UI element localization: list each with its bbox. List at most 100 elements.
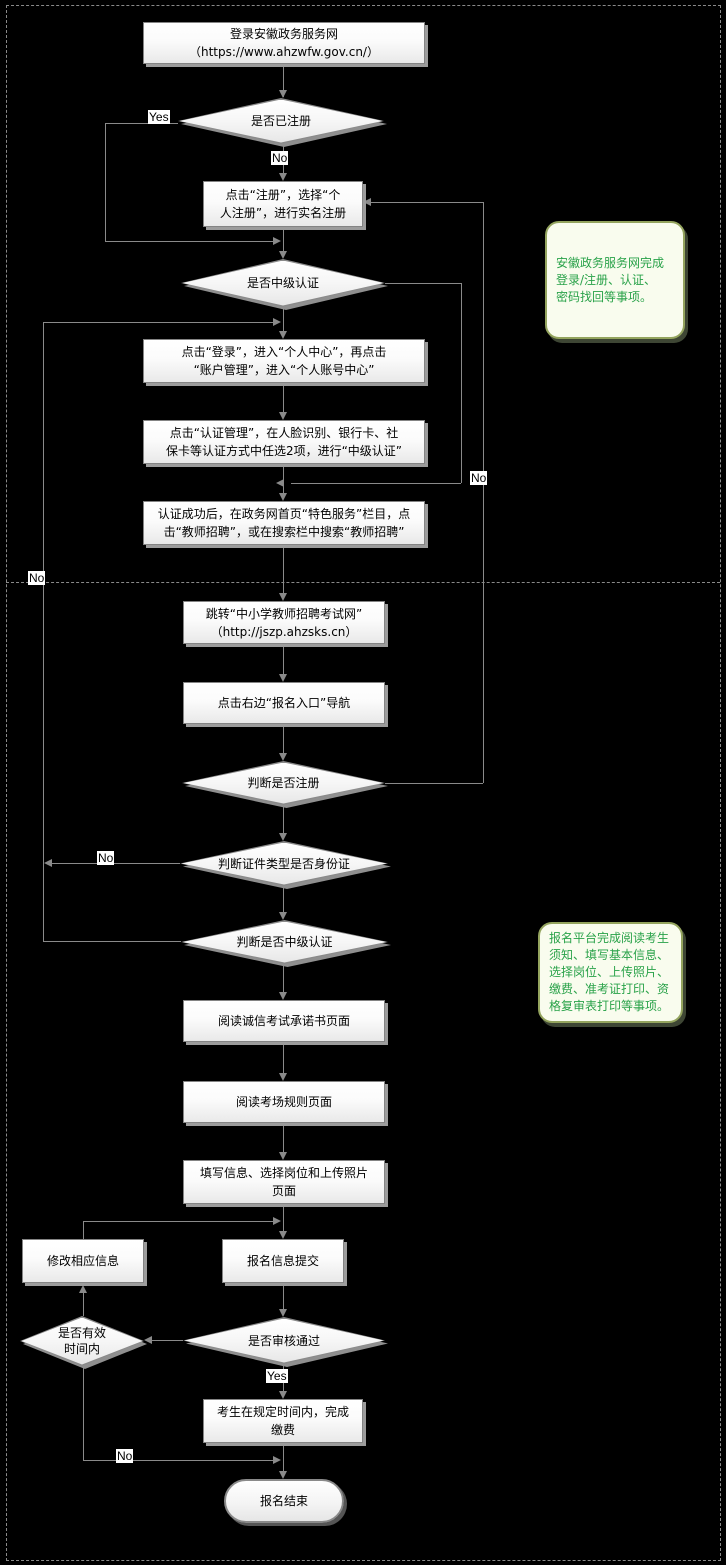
- label-no-midauth2: No: [28, 571, 46, 585]
- decision-midlevel-auth: 是否中级认证: [181, 259, 388, 310]
- callout-platform-note-text: 报名平台完成阅读考生 须知、填写基本信息、 选择岗位、上传照片、 缴费、准考证打…: [549, 931, 670, 1013]
- arrowhead: [279, 1073, 287, 1081]
- arrowhead: [279, 1231, 287, 1239]
- node-read-rules-label: 阅读考场规则页面: [235, 1095, 332, 1109]
- flow-line: [152, 1340, 183, 1341]
- node-start-label: 登录安徽政务服务网 （https://www.ahzwfw.gov.cn/）: [189, 27, 379, 59]
- arrowhead: [279, 412, 287, 420]
- arrowhead: [279, 1309, 287, 1317]
- arrowhead: [279, 833, 287, 841]
- callout-platform-note: 报名平台完成阅读考生 须知、填写基本信息、 选择岗位、上传照片、 缴费、准考证打…: [538, 922, 683, 1023]
- node-register: 点击“注册”，选择“个 人注册”，进行实名注册: [203, 181, 363, 227]
- flow-line: [283, 806, 284, 836]
- flow-line: [461, 283, 462, 483]
- node-fill-info: 填写信息、选择岗位和上传照片 页面: [183, 1160, 385, 1204]
- flow-line: [83, 1460, 273, 1461]
- label-yes-registered: Yes: [148, 110, 170, 124]
- flow-line: [283, 64, 284, 97]
- node-pay-fee: 考生在规定时间内，完成 缴费: [203, 1399, 363, 1443]
- node-fill-info-label: 填写信息、选择岗位和上传照片 页面: [199, 1166, 368, 1198]
- flow-line: [483, 202, 484, 783]
- node-login: 点击“登录”，进入“个人中心”，再点击 “账户管理”，进入“个人账号中心”: [143, 339, 425, 383]
- arrowhead: [279, 1471, 287, 1479]
- callout-gov-note: 安徽政务服务网完成 登录/注册、认证、 密码找回等事项。: [545, 221, 685, 339]
- flow-line: [83, 1221, 273, 1222]
- flow-line: [105, 123, 178, 124]
- flow-line: [43, 322, 273, 323]
- arrowhead: [273, 1217, 281, 1225]
- flow-line: [43, 322, 44, 941]
- node-auth-manage: 点击“认证管理”，在人脸识别、银行卡、社 保卡等认证方式中任选2项，进行“中级认…: [143, 420, 425, 464]
- decision-registered: 是否已注册: [178, 98, 387, 147]
- node-read-commitment-label: 阅读诚信考试承诺书页面: [217, 1014, 350, 1028]
- flow-line: [283, 1444, 284, 1474]
- arrowhead: [276, 479, 284, 487]
- decision-midlevel-auth-2: 判断是否中级认证: [181, 920, 391, 967]
- node-end-label: 报名结束: [259, 1494, 308, 1508]
- flow-line: [83, 1292, 84, 1316]
- decision-review-label: 是否审核通过: [247, 1333, 320, 1348]
- flow-line: [283, 546, 284, 596]
- flow-line: [291, 483, 461, 484]
- flow-line: [83, 1221, 84, 1239]
- node-jump-site: 跳转“中小学教师招聘考试网” （http://jszp.ahzsks.cn）: [183, 601, 385, 644]
- arrowhead: [273, 237, 281, 245]
- node-jump-site-label: 跳转“中小学教师招聘考试网” （http://jszp.ahzsks.cn）: [205, 606, 363, 639]
- node-submit-info-label: 报名信息提交: [246, 1254, 319, 1268]
- flow-line: [283, 965, 284, 995]
- label-yes-review: Yes: [266, 1369, 288, 1383]
- flow-line: [385, 283, 461, 284]
- node-start: 登录安徽政务服务网 （https://www.ahzwfw.gov.cn/）: [143, 22, 425, 64]
- node-entry-nav: 点击右边“报名入口”导航: [183, 682, 385, 724]
- node-register-label: 点击“注册”，选择“个 人注册”，进行实名注册: [219, 188, 347, 220]
- node-auth-success: 认证成功后，在政务网首页“特色服务”栏目，点 击“教师招聘”，或在搜索栏中搜索“…: [143, 501, 425, 545]
- arrowhead: [273, 318, 281, 326]
- arrowhead: [279, 331, 287, 339]
- flow-line: [283, 725, 284, 756]
- arrowhead: [279, 90, 287, 98]
- arrowhead: [279, 493, 287, 501]
- node-login-label: 点击“登录”，进入“个人中心”，再点击 “账户管理”，进入“个人账号中心”: [181, 345, 387, 377]
- decision-registered-label: 是否已注册: [250, 114, 311, 128]
- decision-midlevel-auth-2-label: 判断是否中级认证: [236, 935, 333, 949]
- label-no-reg2: No: [470, 471, 488, 485]
- flow-line: [105, 241, 273, 242]
- arrowhead: [363, 198, 371, 206]
- flow-line: [283, 1124, 284, 1155]
- node-read-rules: 阅读考场规则页面: [183, 1081, 385, 1123]
- label-no-registered: No: [271, 151, 289, 165]
- flow-line: [283, 384, 284, 414]
- flow-line: [371, 202, 483, 203]
- node-auth-manage-label: 点击“认证管理”，在人脸识别、银行卡、社 保卡等认证方式中任选2项，进行“中级认…: [165, 426, 403, 458]
- arrowhead: [273, 1456, 281, 1464]
- label-no-idcard: No: [97, 851, 115, 865]
- section-divider: [6, 582, 720, 583]
- arrowhead: [279, 593, 287, 601]
- node-end: 报名结束: [224, 1479, 344, 1523]
- node-modify-info-label: 修改相应信息: [46, 1254, 119, 1268]
- flow-line: [283, 887, 284, 915]
- decision-valid-time: 是否有效 时间内: [20, 1316, 147, 1369]
- decision-idcard: 判断证件类型是否身份证: [180, 841, 391, 889]
- decision-valid-time-label: 是否有效 时间内: [57, 1326, 106, 1356]
- label-no-validtime: No: [116, 1449, 134, 1463]
- decision-idcard-label: 判断证件类型是否身份证: [217, 856, 350, 871]
- flow-line: [385, 783, 483, 784]
- callout-gov-note-text: 安徽政务服务网完成 登录/注册、认证、 密码找回等事项。: [556, 255, 665, 304]
- flow-line: [105, 123, 106, 241]
- flow-line: [283, 228, 284, 254]
- decision-review: 是否审核通过: [183, 1317, 388, 1367]
- arrowhead: [279, 992, 287, 1000]
- flow-line: [283, 1205, 284, 1234]
- arrowhead: [279, 1152, 287, 1160]
- node-modify-info: 修改相应信息: [22, 1239, 144, 1283]
- arrowhead: [79, 1285, 87, 1293]
- page-dashed-border: [6, 5, 721, 1561]
- decision-registered-2: 判断是否注册: [182, 761, 388, 808]
- flow-line: [283, 1284, 284, 1312]
- arrowhead: [279, 173, 287, 181]
- arrowhead: [279, 912, 287, 920]
- arrowhead: [279, 1391, 287, 1399]
- flow-line: [43, 941, 181, 942]
